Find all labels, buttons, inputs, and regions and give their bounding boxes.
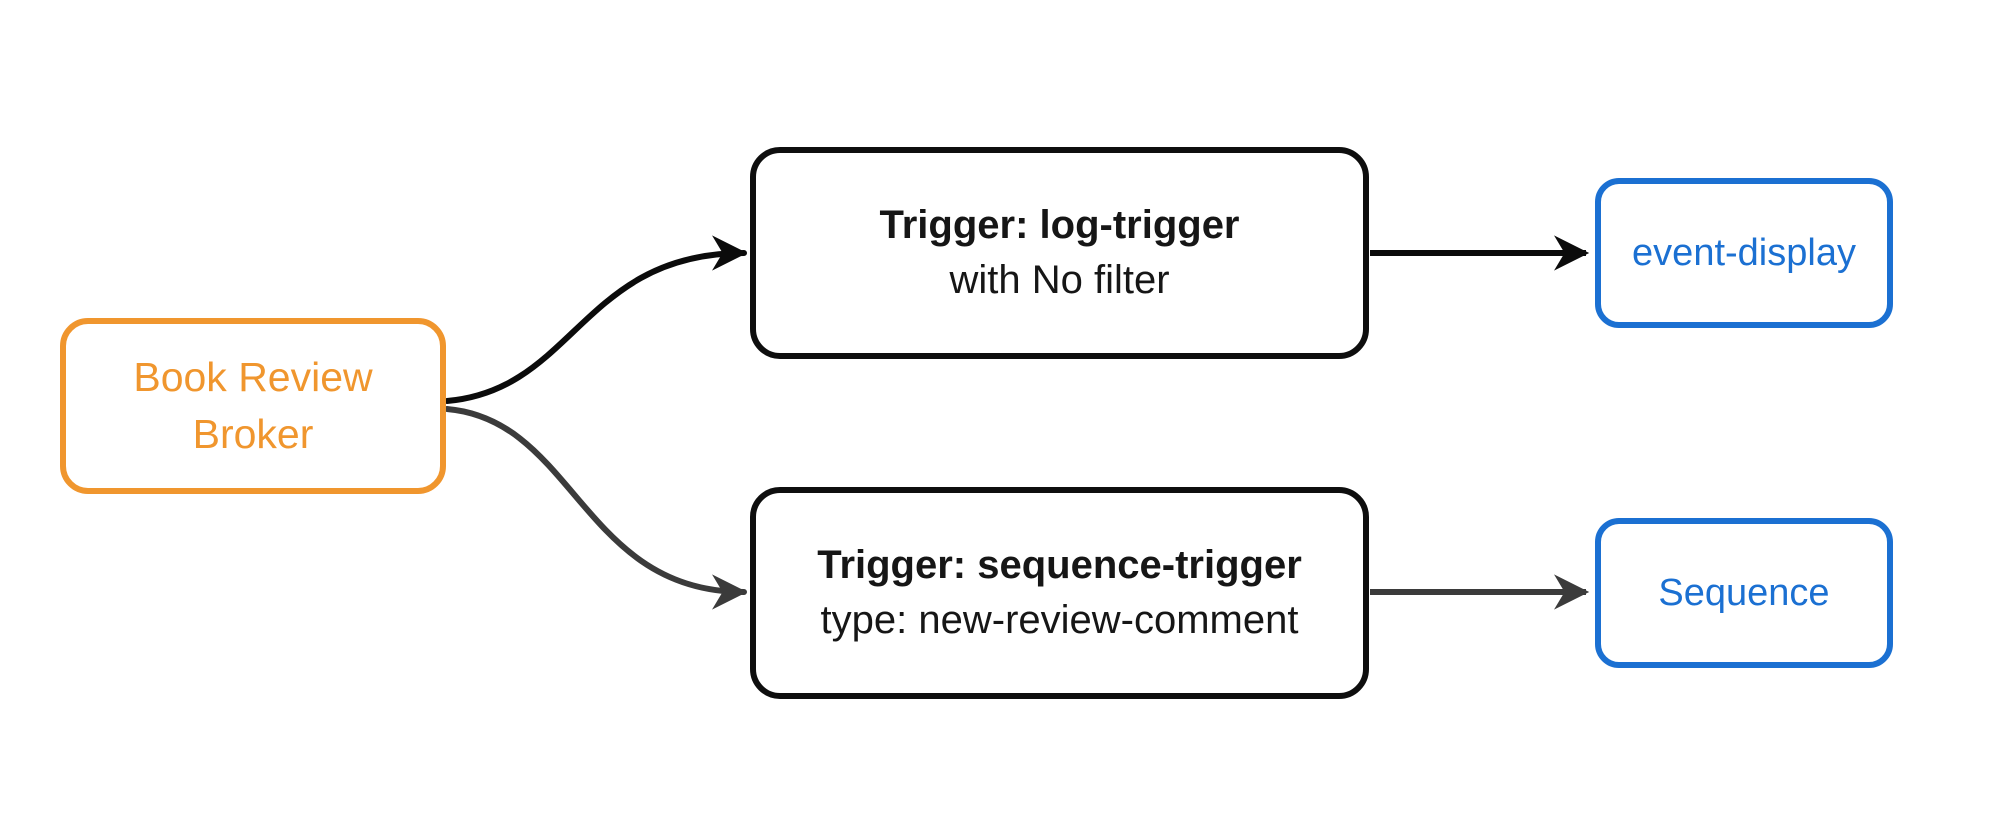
node-sink-sequence: Sequence <box>1595 518 1893 668</box>
broker-label-line2: Broker <box>192 411 314 457</box>
node-trigger-log: Trigger: log-trigger with No filter <box>750 147 1369 359</box>
node-broker: Book Review Broker <box>60 318 446 494</box>
trigger-log-title: Trigger: log-trigger <box>879 202 1240 247</box>
trigger-sequence-subtitle: type: new-review-comment <box>820 598 1299 642</box>
sink-event-display-label: event-display <box>1632 231 1856 274</box>
edge-broker-to-sequence-trigger <box>444 406 748 610</box>
node-sink-event-display: event-display <box>1595 178 1893 328</box>
broker-label-line1: Book Review <box>133 354 373 401</box>
sink-sequence-label: Sequence <box>1658 571 1830 614</box>
trigger-log-subtitle: with No filter <box>949 258 1170 302</box>
edge-broker-to-log-trigger <box>444 235 748 404</box>
node-trigger-sequence: Trigger: sequence-trigger type: new-revi… <box>750 487 1369 699</box>
trigger-sequence-title: Trigger: sequence-trigger <box>817 542 1302 587</box>
